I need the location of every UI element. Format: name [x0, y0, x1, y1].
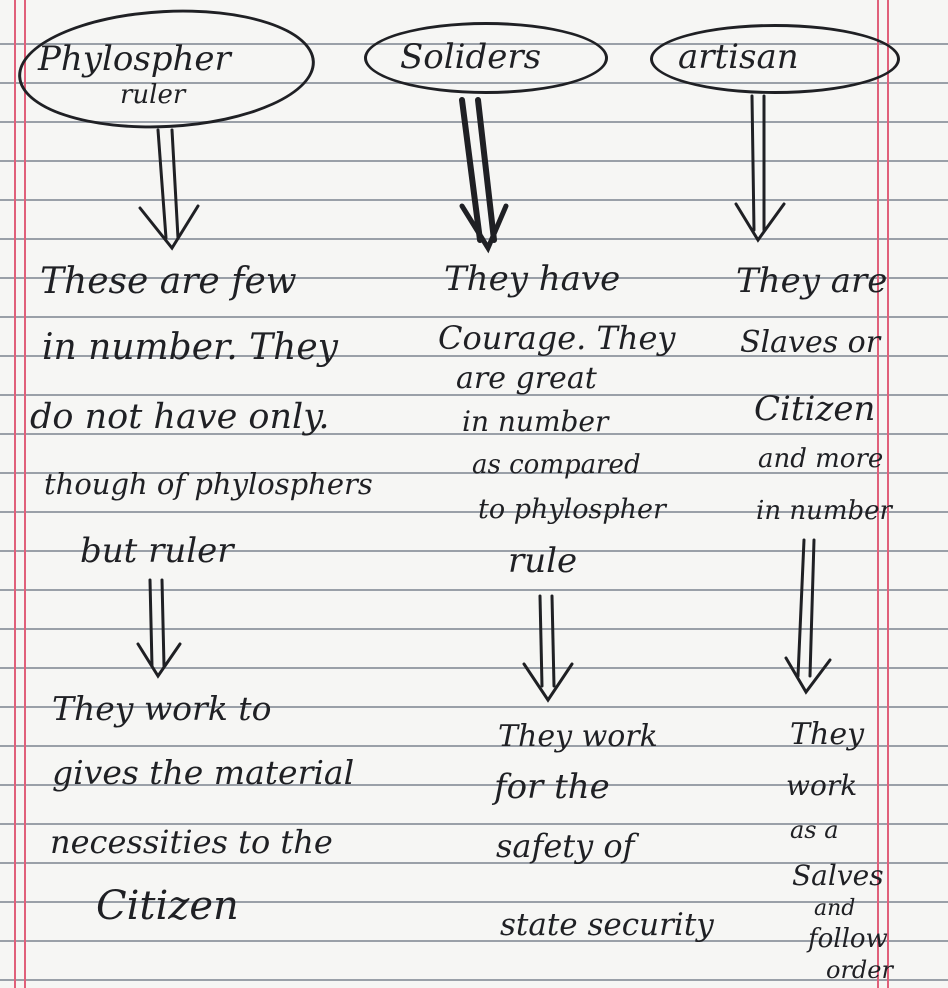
arrow-down-icon	[459, 97, 509, 254]
col3-desc-line: They are	[736, 261, 888, 301]
col2-work-line: for the	[494, 767, 610, 807]
philosopher-subheading: ruler	[120, 80, 186, 110]
col1-desc-line: do not have only.	[30, 397, 330, 437]
soldiers-oval	[364, 22, 608, 94]
arrow-down-icon	[522, 594, 574, 703]
col2-desc-line: in number	[462, 405, 609, 438]
col2-desc-line: to phylospher	[478, 494, 666, 525]
col2-desc-line: They have	[444, 259, 621, 299]
col1-work-line: gives the material	[52, 753, 355, 792]
col3-desc-line: in number	[756, 496, 892, 526]
col3-work-line: order	[826, 956, 893, 984]
col3-work-line: as a	[790, 816, 839, 844]
margin-line-right	[877, 0, 879, 988]
soldiers-heading: Soliders	[400, 37, 542, 77]
col1-desc-line: but ruler	[80, 531, 234, 571]
margin-line-left-inner	[24, 0, 26, 988]
col3-work-line: and	[814, 896, 856, 921]
col3-desc-line: and more	[758, 444, 884, 474]
col3-desc-line: Slaves or	[740, 325, 881, 360]
col2-work-line: state security	[500, 907, 714, 943]
col3-desc-line: Citizen	[754, 389, 876, 429]
arrow-down-icon	[784, 538, 832, 695]
col1-work-line: They work to	[52, 689, 272, 728]
col1-desc-line: These are few	[40, 261, 297, 302]
arrow-down-icon	[734, 94, 786, 243]
artisan-heading: artisan	[678, 37, 799, 77]
philosopher-heading: Phylospher	[38, 39, 231, 79]
col2-desc-line: as compared	[472, 450, 641, 480]
artisan-oval	[650, 24, 900, 94]
col1-desc-line: in number. They	[42, 327, 338, 368]
col2-desc-line: are great	[456, 361, 597, 396]
col3-work-line: follow	[808, 924, 888, 954]
margin-line-left	[14, 0, 16, 988]
col3-work-line: work	[786, 769, 858, 802]
col2-work-line: safety of	[496, 827, 635, 865]
margin-line-right-inner	[887, 0, 889, 988]
col2-work-line: They work	[498, 719, 658, 754]
col3-work-line: Salves	[792, 859, 884, 892]
col2-desc-line: rule	[508, 541, 578, 581]
col2-desc-line: Courage. They	[438, 319, 676, 357]
arrow-down-icon	[138, 128, 200, 251]
arrow-down-icon	[136, 578, 182, 679]
col3-work-line: They	[790, 717, 865, 752]
col1-work-line: necessities to the	[50, 823, 333, 861]
col1-desc-line: though of phylosphers	[44, 467, 373, 501]
col1-work-line: Citizen	[96, 883, 239, 929]
